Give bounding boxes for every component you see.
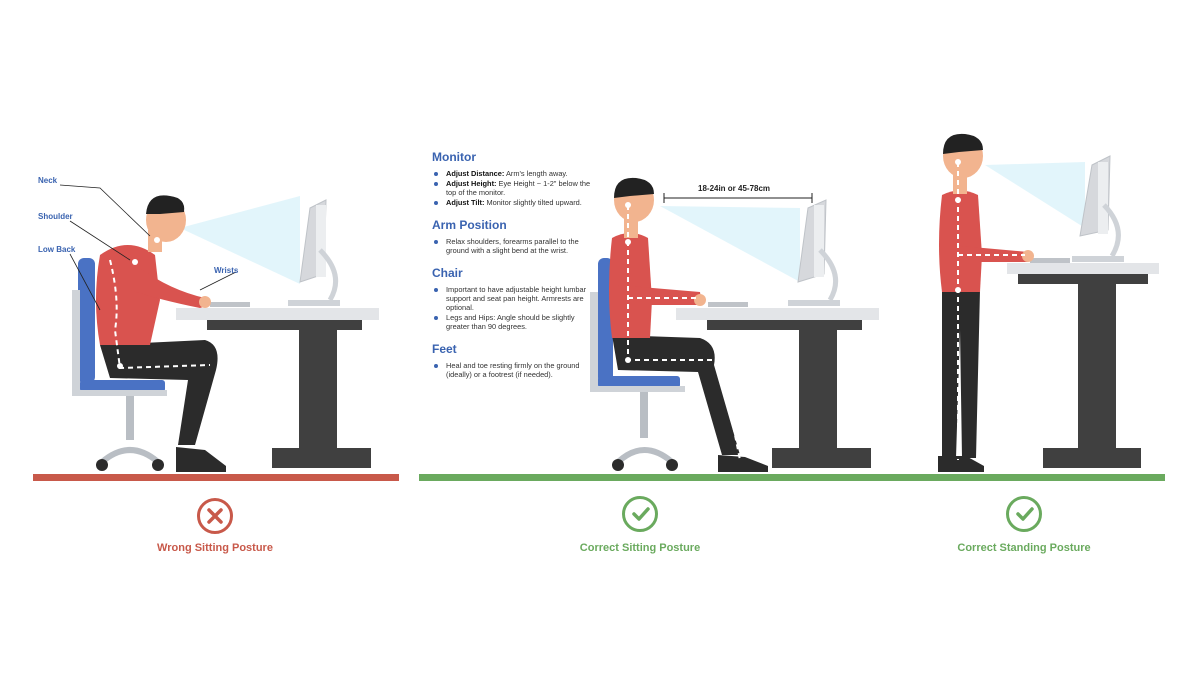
x-circle-icon [197,498,233,534]
ergonomic-tips: Monitor Adjust Distance: Arm's length aw… [432,150,592,390]
correct-sitting-scene [590,177,879,472]
desk [1007,263,1159,468]
person-upright-sitting [609,177,768,472]
feet-tip: Heal and toe resting firmly on the groun… [432,361,592,379]
chair-tip: Important to have adjustable height lumb… [432,285,592,312]
person-standing [938,133,1034,472]
correct-floor [419,474,1165,481]
monitor-tip: Adjust Distance: Arm's length away. [432,169,592,178]
arm-position-section: Arm Position Relax shoulders, forearms p… [432,218,592,255]
chair-tip: Legs and Hips: Angle should be slightly … [432,313,592,331]
check-circle-icon [622,496,658,532]
monitor-tip: Adjust Tilt: Monitor slightly tilted upw… [432,198,592,207]
feet-title: Feet [432,342,457,356]
wrong-floor [33,474,399,481]
label-low-back: Low Back [38,245,76,254]
monitor-section: Monitor Adjust Distance: Arm's length aw… [432,150,592,207]
monitor [660,199,840,307]
correct-standing-caption: Correct Standing Posture [957,542,1091,554]
label-shoulder: Shoulder [38,212,73,221]
monitor [180,196,340,307]
correct-standing-scene [938,133,1159,472]
arm-position-title: Arm Position [432,218,507,232]
arm-tip: Relax shoulders, forearms parallel to th… [432,237,592,255]
label-wrists: Wrists [214,266,239,275]
distance-measurement: 18-24in or 45-78cm [698,184,771,193]
callout-lines [59,184,237,311]
chair-title: Chair [432,266,463,280]
wrong-sitting-caption: Wrong Sitting Posture [157,542,273,554]
label-neck: Neck [38,176,58,185]
person-hunched [96,195,226,472]
desk [176,308,379,468]
wrong-posture-scene [59,184,379,472]
chair [72,258,167,471]
monitor-tip: Adjust Height: Eye Height ~ 1-2" below t… [432,179,592,197]
feet-section: Feet Heal and toe resting firmly on the … [432,342,592,379]
chair-section: Chair Important to have adjustable heigh… [432,266,592,331]
monitor [985,155,1124,263]
correct-sitting-caption: Correct Sitting Posture [579,542,701,554]
desk [676,308,879,468]
check-circle-icon [1006,496,1042,532]
monitor-title: Monitor [432,150,476,164]
